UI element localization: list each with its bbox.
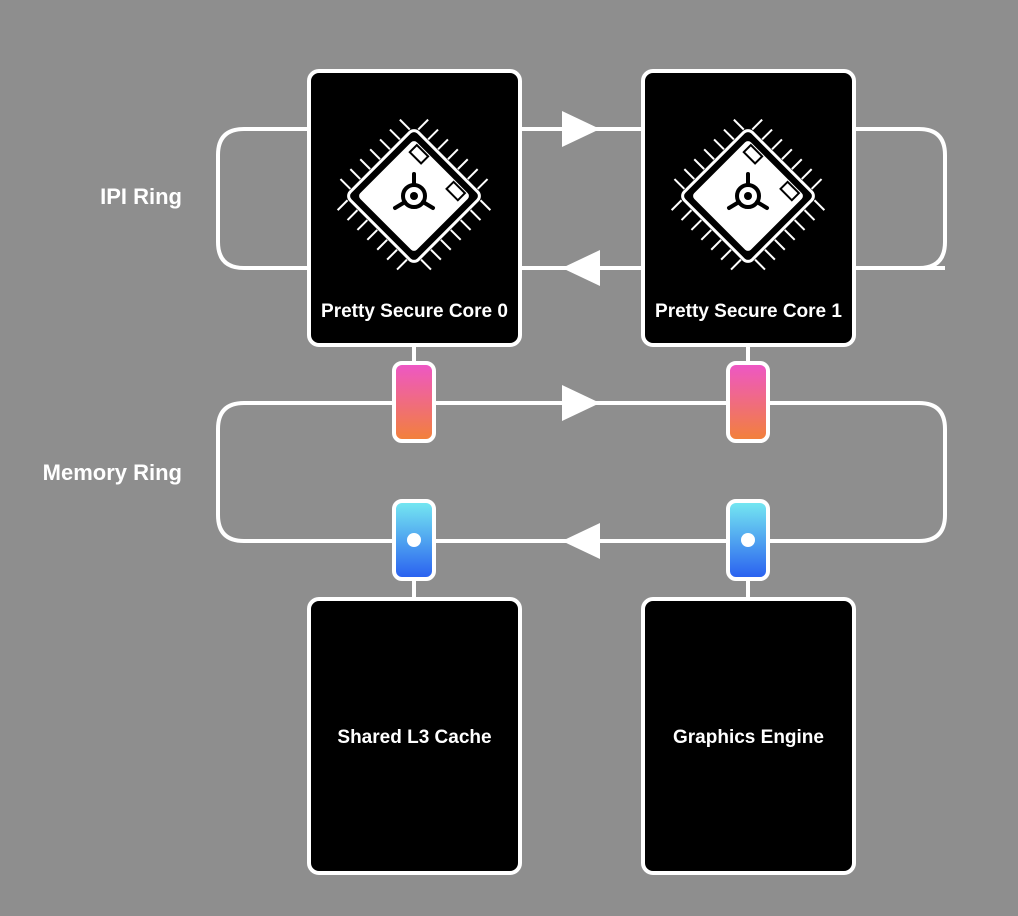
arrow-right-icon <box>562 111 600 147</box>
core-0-egress-connector <box>392 361 436 443</box>
memory-ring-path <box>216 401 947 543</box>
cpu-chip-icon <box>336 118 492 271</box>
arrow-right-icon <box>562 385 600 421</box>
graphics-ingress-connector <box>726 499 770 581</box>
ipi-ring-path <box>216 127 945 270</box>
chip-pins <box>336 118 492 271</box>
core-1-label: Pretty Secure Core 1 <box>655 301 842 322</box>
memory-ring-label: Memory Ring <box>42 460 182 485</box>
shared-l3-cache-block[interactable]: Shared L3 Cache <box>307 597 522 875</box>
chip-center-symbol <box>727 172 769 210</box>
ipi-ring-label: IPI Ring <box>100 184 182 209</box>
chip-pins <box>670 118 826 271</box>
chip-center-symbol <box>393 172 435 210</box>
arrow-left-icon <box>562 250 600 286</box>
core-1-block[interactable]: Pretty Secure Core 1 <box>641 69 856 347</box>
connector-dot-icon <box>741 533 755 547</box>
core-0-label: Pretty Secure Core 0 <box>321 301 508 322</box>
connector-dot-icon <box>407 533 421 547</box>
cpu-chip-icon <box>670 118 826 271</box>
arrow-left-icon <box>562 523 600 559</box>
graphics-engine-block[interactable]: Graphics Engine <box>641 597 856 875</box>
core-1-egress-connector <box>726 361 770 443</box>
cache-ingress-connector <box>392 499 436 581</box>
shared-l3-cache-label: Shared L3 Cache <box>337 727 492 748</box>
core-0-block[interactable]: Pretty Secure Core 0 <box>307 69 522 347</box>
graphics-engine-label: Graphics Engine <box>673 727 824 748</box>
ipi-ring-path-right <box>853 127 947 270</box>
